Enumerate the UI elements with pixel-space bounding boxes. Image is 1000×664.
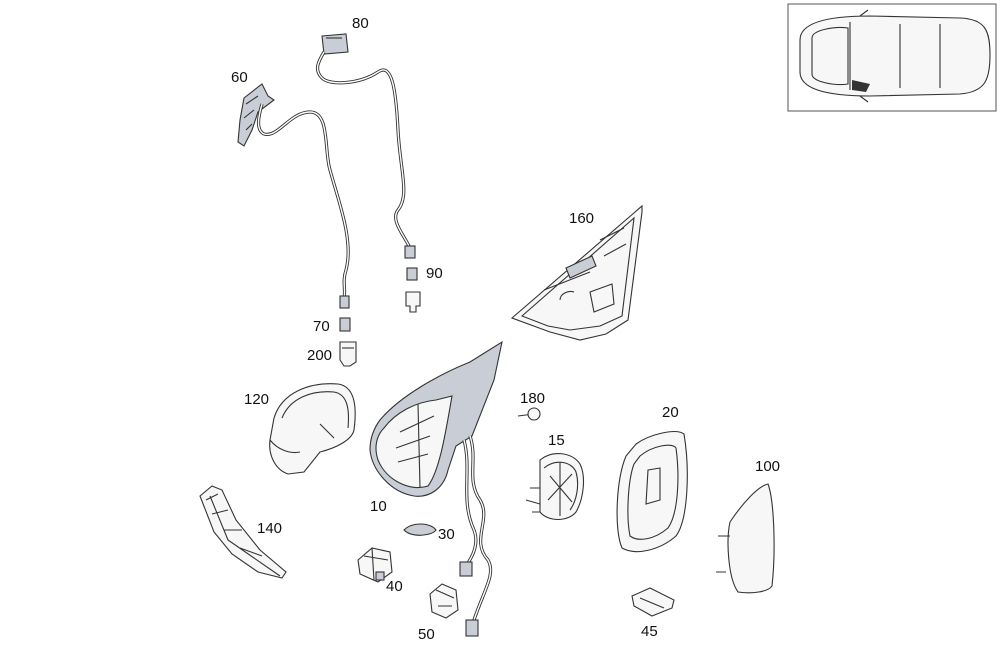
label-part-40: 40	[386, 578, 403, 595]
part-70-connector	[339, 317, 351, 332]
label-part-20: 20	[662, 404, 679, 421]
part-160-mirror-base	[510, 204, 643, 341]
part-200-connector	[339, 341, 357, 367]
label-part-80: 80	[352, 15, 369, 32]
part-10-mirror-housing	[369, 340, 503, 637]
part-40-motor-unit	[357, 547, 393, 583]
label-part-10: 10	[370, 498, 387, 515]
part-20-mirror-frame	[616, 431, 688, 553]
part-100-mirror-glass	[716, 483, 775, 594]
label-part-160: 160	[569, 210, 594, 227]
label-part-60: 60	[231, 69, 248, 86]
part-140-turn-indicator	[199, 485, 287, 579]
label-part-70: 70	[313, 318, 330, 335]
part-120-mirror-cover	[269, 383, 356, 475]
part-50-connector	[429, 583, 459, 619]
label-part-90: 90	[426, 265, 443, 282]
label-part-45: 45	[641, 623, 658, 640]
label-part-200: 200	[307, 347, 332, 364]
label-part-30: 30	[438, 526, 455, 543]
label-part-100: 100	[755, 458, 780, 475]
part-45-sensor	[631, 587, 675, 617]
part-180-screw	[517, 407, 541, 421]
label-part-180: 180	[520, 390, 545, 407]
vehicle-locator-inset	[787, 3, 997, 112]
part-15-adjuster-motor	[525, 453, 585, 521]
label-part-15: 15	[548, 432, 565, 449]
car-top-view-icon	[799, 9, 991, 103]
part-60-bracket	[237, 83, 350, 309]
label-part-140: 140	[257, 520, 282, 537]
label-part-120: 120	[244, 391, 269, 408]
part-80-cable-assembly	[315, 33, 416, 259]
part-30-cap	[403, 523, 437, 536]
part-90-connectors	[405, 267, 421, 313]
label-part-50: 50	[418, 626, 435, 643]
